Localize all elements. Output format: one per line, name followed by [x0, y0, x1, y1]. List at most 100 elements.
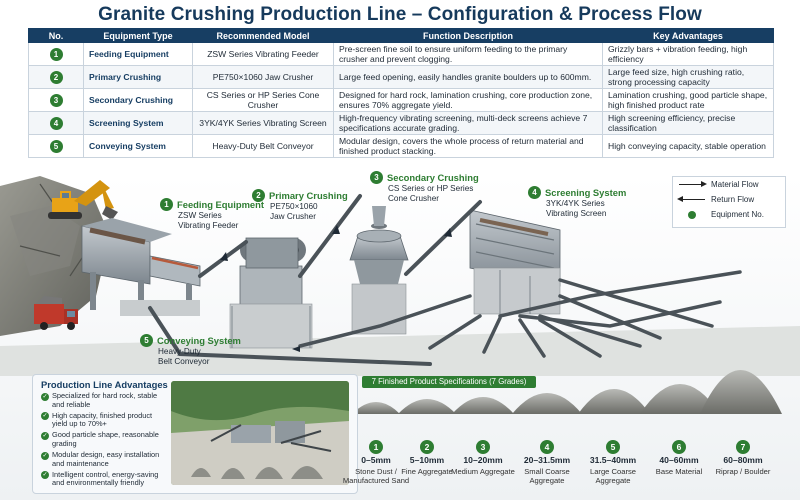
callout-title: Primary Crushing: [269, 189, 348, 201]
page-title: Granite Crushing Production Line – Confi…: [98, 4, 702, 25]
list-item: ✓High capacity, finished product yield u…: [41, 410, 153, 429]
green-dot-icon: [688, 210, 696, 219]
spec-name: Medium Aggregate: [451, 467, 515, 476]
equipment-number-badge: 2: [252, 189, 265, 202]
spec-item: 5 31.5–40mm Large Coarse Aggregate: [578, 440, 648, 485]
spec-item: 1 0–5mm Stone Dust / Manufactured Sand: [341, 440, 411, 485]
callout-line: PE750×1060: [270, 202, 318, 211]
equipment-number-badge: 3: [49, 93, 63, 107]
callout-line: ZSW Series: [178, 211, 222, 220]
callout-line: Vibrating Feeder: [178, 221, 239, 230]
legend-label: Return Flow: [711, 195, 755, 204]
production-line-advantages: Production Line Advantages ✓Specialized …: [32, 374, 358, 494]
spec-number-badge: 4: [540, 440, 554, 454]
spec-name: Riprap / Boulder: [715, 467, 771, 476]
model-cell: CS Series or HP Series Cone Crusher: [192, 88, 334, 112]
list-item: ✓Intelligent control, energy-saving and …: [41, 469, 159, 488]
check-icon: ✓: [41, 471, 49, 480]
list-item: ✓Specialized for hard rock, stable and r…: [41, 391, 158, 409]
equipment-number-badge: 1: [49, 47, 63, 61]
jaw-crusher: [229, 237, 313, 349]
check-icon: ✓: [41, 451, 49, 460]
specs-banner: 7 Finished Product Specifications (7 Gra…: [362, 376, 536, 388]
vibrating-feeder: [81, 218, 201, 316]
spec-size: 0–5mm: [361, 455, 391, 465]
material-flow-arrows: [220, 225, 452, 352]
advantages-cell: Large feed size, high crushing ratio, st…: [602, 65, 774, 89]
function-cell: Large feed opening, easily handles grani…: [333, 65, 603, 89]
equipment-type-cell: Conveying System: [83, 134, 193, 158]
callout-line: Belt Conveyor: [158, 357, 210, 366]
function-cell: Designed for hard rock, lamination crush…: [333, 88, 603, 112]
header-function-description: Function Description: [333, 28, 603, 43]
callout-title: Screening System: [545, 186, 627, 198]
aerial-site-photo: [171, 381, 349, 485]
legend-label: Material Flow: [711, 180, 759, 189]
callout-line: 3YK/4YK Series: [546, 199, 605, 208]
advantages-cell: Lamination crushing, good particle shape…: [602, 88, 774, 112]
equipment-type-cell: Feeding Equipment: [83, 42, 193, 66]
ground: [0, 326, 800, 376]
function-cell: Pre-screen fine soil to ensure uniform f…: [333, 42, 603, 66]
header-key-advantages: Key Advantages: [602, 28, 774, 43]
equipment-number-badge: 5: [140, 334, 153, 347]
table-header-row: No. Equipment Type Recommended Model Fun…: [28, 28, 774, 43]
arrow-left-icon: [677, 195, 705, 202]
spec-size: 60–80mm: [723, 455, 763, 465]
spec-item: 7 60–80mm Riprap / Boulder: [708, 440, 778, 476]
spec-size: 20–31.5mm: [523, 455, 571, 465]
equipment-type-cell: Screening System: [83, 111, 193, 135]
check-icon: ✓: [41, 392, 49, 401]
legend-item-return-flow: Return Flow: [673, 192, 785, 207]
spec-size: 5–10mm: [409, 455, 445, 465]
equipment-number-badge: 5: [49, 139, 63, 153]
model-cell: ZSW Series Vibrating Feeder: [192, 42, 334, 66]
callout-conveying-system: 5 Conveying System Heavy-Duty Belt Convey…: [140, 334, 241, 367]
model-cell: Heavy-Duty Belt Conveyor: [192, 134, 334, 158]
advantages-cell: Grizzly bars + vibration feeding, high e…: [602, 42, 774, 66]
spec-number-badge: 5: [606, 440, 620, 454]
table-row: 3 Secondary Crushing CS Series or HP Ser…: [28, 88, 774, 112]
callout-screening-system: 4 Screening System 3YK/4YK Series Vibrati…: [528, 186, 626, 219]
header-recommended-model: Recommended Model: [192, 28, 334, 43]
equipment-number-badge: 4: [528, 186, 541, 199]
advantages-title: Production Line Advantages: [41, 379, 168, 390]
configuration-table: No. Equipment Type Recommended Model Fun…: [28, 28, 774, 158]
callout-line: Heavy-Duty: [158, 347, 201, 356]
header-equipment-type: Equipment Type: [83, 28, 193, 43]
dump-truck-icon: [34, 296, 78, 330]
equipment-number-badge: 1: [160, 198, 173, 211]
callout-line: CS Series or HP Series: [388, 184, 474, 193]
spec-name: Base Material: [655, 467, 703, 476]
arrow-right-icon: [679, 180, 707, 187]
spec-number-badge: 1: [369, 440, 383, 454]
table-row: 5 Conveying System Heavy-Duty Belt Conve…: [28, 134, 774, 158]
legend-item-material-flow: Material Flow: [673, 177, 785, 192]
equipment-number-badge: 3: [370, 171, 383, 184]
callout-title: Conveying System: [157, 334, 241, 346]
advantages-cell: High conveying capacity, stable operatio…: [602, 134, 774, 158]
excavator-icon: [48, 180, 118, 220]
function-cell: High-frequency vibrating screening, mult…: [333, 111, 603, 135]
table-row: 4 Screening System 3YK/4YK Series Vibrat…: [28, 111, 774, 135]
spec-number-badge: 2: [420, 440, 434, 454]
spec-name: Large Coarse Aggregate: [589, 467, 636, 485]
legend-item-equipment-no: Equipment No.: [673, 207, 785, 222]
flow-legend: Material Flow Return Flow Equipment No.: [672, 176, 786, 228]
spec-name: Stone Dust / Manufactured Sand: [342, 467, 410, 485]
equipment-type-cell: Primary Crushing: [83, 65, 193, 89]
spec-size: 31.5–40mm: [589, 455, 637, 465]
header-no: No.: [28, 28, 84, 43]
equipment-number-badge: 4: [49, 116, 63, 130]
table-row: 2 Primary Crushing PE750×1060 Jaw Crushe…: [28, 65, 774, 89]
callout-line: Vibrating Screen: [546, 209, 607, 218]
advantages-list: ✓Specialized for hard rock, stable and r…: [41, 391, 169, 490]
spec-size: 40–60mm: [659, 455, 699, 465]
spec-name: Small Coarse Aggregate: [524, 467, 570, 485]
equipment-type-cell: Secondary Crushing: [83, 88, 193, 112]
spec-item: 3 10–20mm Medium Aggregate: [448, 440, 518, 476]
spec-size: 10–20mm: [463, 455, 503, 465]
